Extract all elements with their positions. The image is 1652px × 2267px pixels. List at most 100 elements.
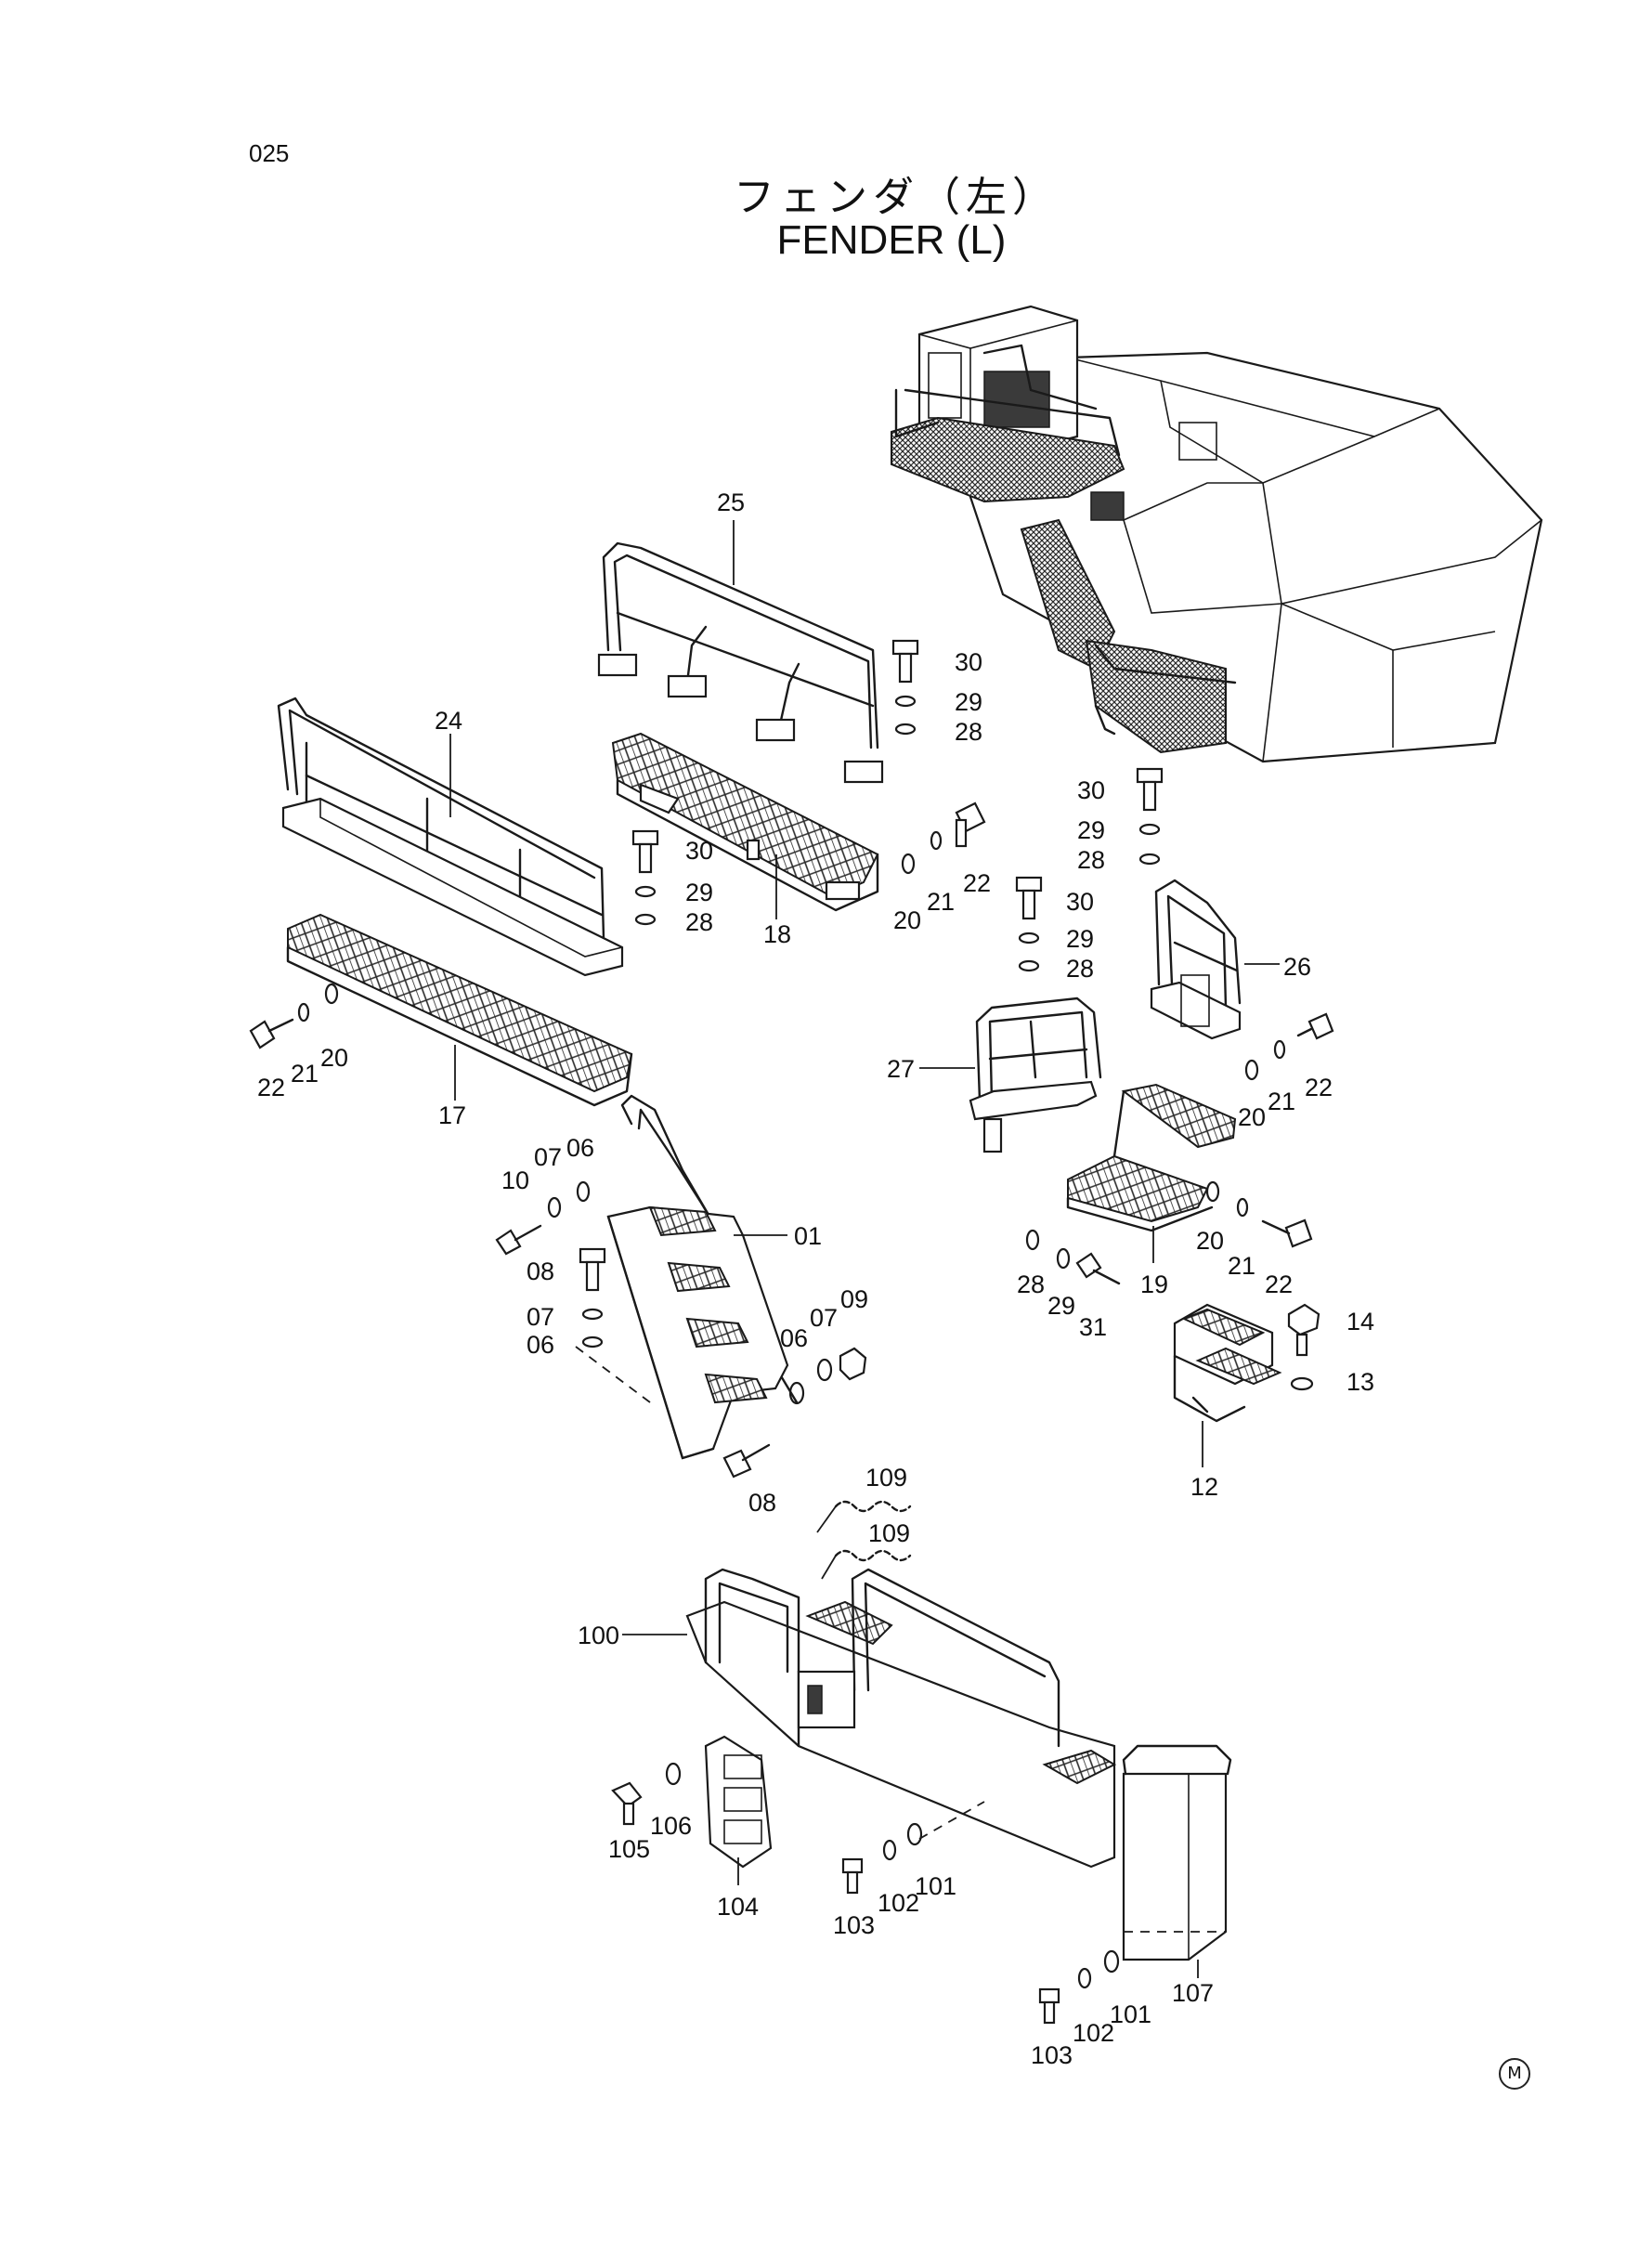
bolt-22-d xyxy=(1261,1218,1313,1248)
washer-20-c xyxy=(1244,1059,1259,1081)
callout-labels: 25 24 18 17 30 29 28 30 29 28 30 29 28 3… xyxy=(257,489,1374,2069)
label-20-a: 20 xyxy=(893,906,921,934)
washer-28-c xyxy=(1138,853,1161,866)
manufacturer-mark: M xyxy=(1499,2058,1530,2090)
label-104: 104 xyxy=(717,1893,759,1921)
bolt-105 xyxy=(611,1781,643,1826)
washer-07-b xyxy=(581,1308,604,1321)
bolt-30-d xyxy=(1015,876,1043,920)
washer-29-b xyxy=(634,885,657,898)
label-20-b: 20 xyxy=(320,1044,348,1072)
bolt-22-b xyxy=(249,1018,294,1049)
washer-21-b xyxy=(297,1002,310,1023)
part-24-railing xyxy=(277,697,624,977)
bolt-10 xyxy=(495,1224,542,1256)
label-29-c: 29 xyxy=(1077,816,1105,844)
label-22-b: 22 xyxy=(257,1074,285,1101)
label-106: 106 xyxy=(650,1812,692,1840)
washer-102-b xyxy=(1077,1967,1092,1989)
label-29-e: 29 xyxy=(1047,1292,1075,1320)
bolt-30-b xyxy=(631,829,659,874)
bolt-22-a xyxy=(955,801,986,848)
bolt-103-b xyxy=(1038,1987,1060,2025)
washer-06-b xyxy=(581,1335,604,1348)
label-102-b: 102 xyxy=(1073,2019,1114,2047)
bolt-31 xyxy=(1075,1252,1121,1285)
label-22-c: 22 xyxy=(1305,1074,1333,1101)
label-12: 12 xyxy=(1190,1473,1218,1501)
washer-07-c xyxy=(816,1358,833,1382)
label-07-c: 07 xyxy=(810,1304,838,1332)
part-104-bracket xyxy=(704,1735,773,1869)
label-22-d: 22 xyxy=(1265,1270,1293,1298)
bolt-22-c xyxy=(1296,1012,1334,1040)
part-18-step-tread xyxy=(611,732,879,912)
label-10: 10 xyxy=(501,1166,529,1194)
nut-09 xyxy=(839,1347,867,1381)
washer-28-d xyxy=(1018,959,1040,972)
washer-106 xyxy=(665,1762,682,1786)
part-01-ladder xyxy=(606,1094,799,1460)
part-12-step-bracket xyxy=(1173,1303,1282,1423)
label-28-a: 28 xyxy=(955,718,982,746)
label-24: 24 xyxy=(435,707,462,735)
label-29-d: 29 xyxy=(1066,925,1094,953)
part-25-railing xyxy=(597,541,884,784)
part-27-handrail xyxy=(969,997,1102,1153)
bolt-08-b xyxy=(722,1443,771,1479)
label-06-b: 06 xyxy=(527,1331,554,1359)
label-13: 13 xyxy=(1346,1368,1374,1396)
bolt-30-a xyxy=(891,639,919,684)
label-109-a: 109 xyxy=(865,1464,907,1492)
label-29-b: 29 xyxy=(685,879,713,906)
label-29-a: 29 xyxy=(955,688,982,716)
washer-20-d xyxy=(1205,1180,1220,1203)
bolt-103-a xyxy=(841,1857,864,1895)
label-18: 18 xyxy=(763,920,791,948)
label-21-b: 21 xyxy=(291,1060,319,1088)
label-31: 31 xyxy=(1079,1313,1107,1341)
washer-102-a xyxy=(882,1839,897,1861)
washer-20-b xyxy=(324,983,339,1005)
part-100-fender-platform xyxy=(685,1568,1117,1869)
washer-29-c xyxy=(1138,823,1161,836)
washer-20-a xyxy=(901,853,916,875)
washer-101-b xyxy=(1103,1949,1120,1974)
part-107-panel xyxy=(1122,1744,1232,1961)
title-english: FENDER (L) xyxy=(776,217,1007,263)
bolt-30-c xyxy=(1136,767,1164,812)
bolt-14 xyxy=(1287,1303,1320,1357)
label-28-d: 28 xyxy=(1066,955,1094,983)
label-30-a: 30 xyxy=(955,648,982,676)
label-21-a: 21 xyxy=(927,888,955,916)
washer-07-a xyxy=(547,1196,562,1218)
label-105: 105 xyxy=(608,1835,650,1863)
label-107: 107 xyxy=(1172,1979,1214,2007)
title-japanese: フェンダ（左） xyxy=(734,174,1059,221)
label-19: 19 xyxy=(1140,1270,1168,1298)
washer-28-a xyxy=(894,723,917,736)
label-103-a: 103 xyxy=(833,1911,875,1939)
washer-21-a xyxy=(930,830,943,851)
assembly-line-01 xyxy=(575,1346,651,1403)
label-28-c: 28 xyxy=(1077,846,1105,874)
part-19-step xyxy=(1066,1083,1237,1232)
label-21-d: 21 xyxy=(1228,1252,1255,1280)
bolt-08-a xyxy=(579,1247,606,1292)
machine-overview xyxy=(891,305,1543,763)
assembly-line-100 xyxy=(918,1801,985,1840)
label-30-b: 30 xyxy=(685,837,713,865)
part-26-handrail xyxy=(1150,879,1242,1040)
label-08-b: 08 xyxy=(748,1489,776,1517)
label-06-c: 06 xyxy=(780,1324,808,1352)
washer-29-d xyxy=(1018,932,1040,945)
label-17: 17 xyxy=(438,1101,466,1129)
washer-101-a xyxy=(906,1822,923,1846)
label-109-b: 109 xyxy=(868,1519,910,1547)
part-109-chains xyxy=(816,1500,912,1580)
page-number: 025 xyxy=(249,139,290,167)
label-09: 09 xyxy=(840,1285,868,1313)
label-102-a: 102 xyxy=(878,1889,919,1917)
